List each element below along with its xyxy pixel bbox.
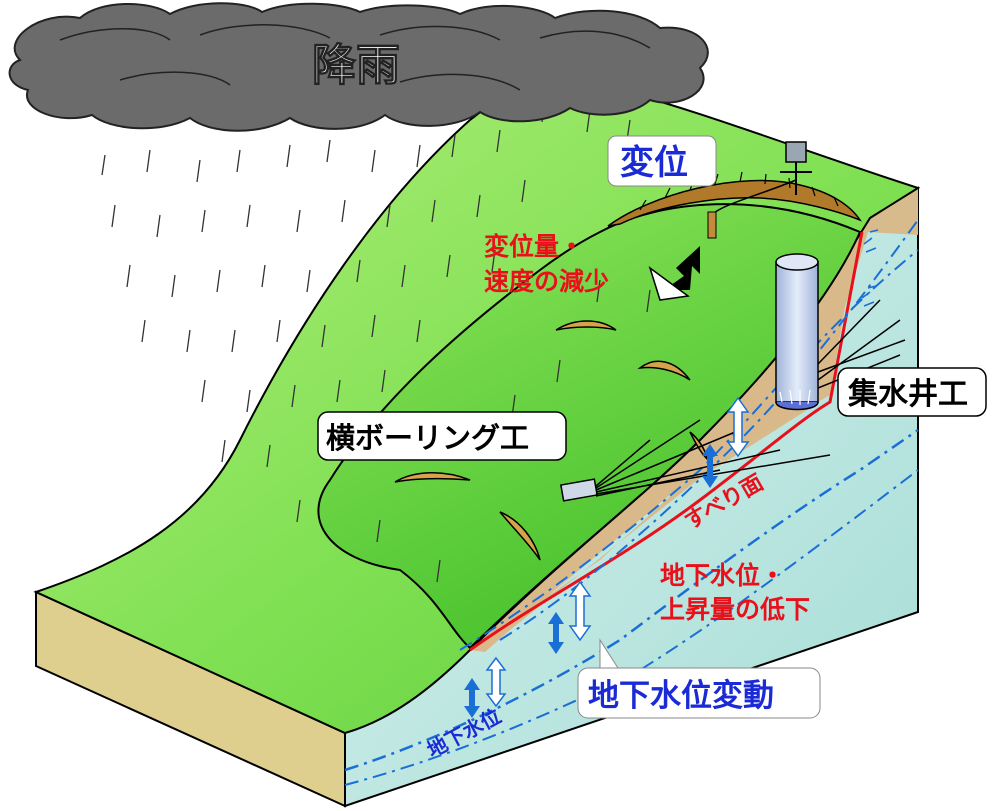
landslide-mass [317, 203, 862, 650]
collection-well-icon [775, 253, 906, 411]
gw-fluctuation-label: 地下水位変動 [588, 678, 774, 714]
displacement-label-box [607, 135, 717, 187]
gw-fluctuation-label-box [577, 667, 821, 719]
water-table-mark-2 [861, 285, 877, 307]
rain-streaks [101, 99, 651, 583]
displacement-reduction-label-line2: 速度の減少 [484, 267, 609, 296]
well-label-box [837, 367, 987, 417]
boring-label: 横ボーリング工 [326, 421, 529, 455]
displacement-label: 変位 [620, 143, 688, 183]
groundwater-line-2 [344, 469, 919, 786]
displacement-reduction-label-line1: 変位量・ [484, 232, 584, 261]
up-down-arrow-icon [464, 396, 750, 718]
rain-cloud-icon [8, 2, 709, 132]
well-label: 集水井工 [847, 377, 968, 412]
boring-label-box [317, 411, 567, 461]
gw-reduction-label-line1: 地下水位・ [660, 561, 785, 590]
water-table-mark-1 [863, 229, 879, 253]
groundwater-line-3 [459, 249, 919, 651]
slip-surface-line [469, 231, 864, 652]
displacement-arrow-icon [664, 246, 700, 290]
slope-cracks [394, 320, 709, 561]
gw-reduction-label-line2: 上昇量の低下 [660, 595, 810, 624]
horizontal-boring-icon [560, 419, 831, 502]
extensometer-icon [707, 141, 812, 239]
groundwater-line-1 [344, 428, 919, 772]
displacement-scarp-white [648, 266, 690, 301]
rain-label: 降雨 [312, 40, 400, 91]
